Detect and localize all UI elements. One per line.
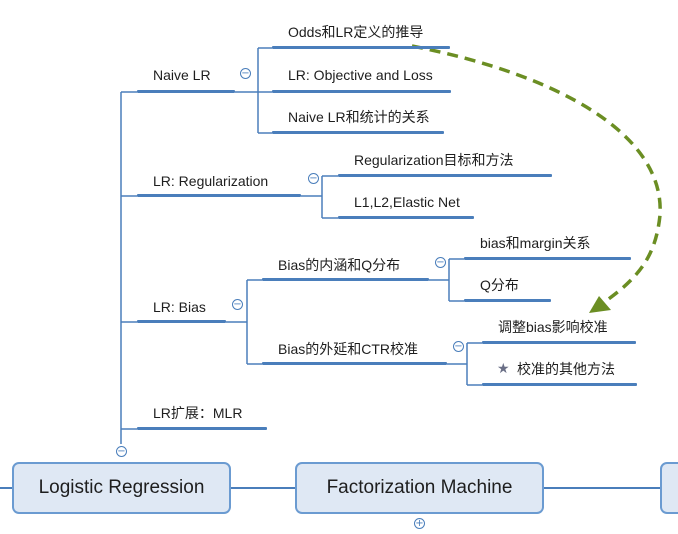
node-q-dist[interactable]: Q分布 (480, 277, 519, 293)
node-lr-ext-underline (137, 427, 267, 430)
node-adjust-bias-underline (482, 341, 636, 344)
node-bias[interactable]: LR: Bias (153, 299, 206, 315)
node-adjust-bias[interactable]: 调整bias影响校准 (498, 319, 608, 335)
node-bias-outer[interactable]: Bias的外延和CTR校准 (278, 341, 419, 357)
node-l1l2-underline (338, 216, 474, 219)
node-objective-underline (272, 90, 451, 93)
root-logistic-regression[interactable]: Logistic Regression (12, 462, 231, 514)
minus-circle-icon[interactable]: − (232, 299, 243, 310)
node-naive-lr-underline (137, 90, 235, 93)
node-regularization[interactable]: LR: Regularization (153, 173, 269, 189)
node-bias-underline (137, 320, 226, 323)
node-naive-stats[interactable]: Naive LR和统计的关系 (288, 109, 430, 125)
node-reg-goal[interactable]: Regularization目标和方法 (354, 152, 514, 168)
minus-circle-icon[interactable]: − (240, 68, 251, 79)
root-partial-node[interactable] (660, 462, 678, 514)
minus-circle-icon[interactable]: − (453, 341, 464, 352)
node-bias-outer-underline (262, 362, 447, 365)
node-regularization-underline (137, 194, 301, 197)
node-q-dist-underline (464, 299, 551, 302)
node-lr-ext[interactable]: LR扩展：MLR (153, 405, 243, 421)
node-bias-inner[interactable]: Bias的内涵和Q分布 (278, 257, 401, 273)
star-icon: ★ (497, 361, 510, 377)
node-naive-lr[interactable]: Naive LR (153, 67, 211, 83)
node-reg-goal-underline (338, 174, 552, 177)
plus-circle-icon[interactable]: + (414, 518, 425, 529)
node-naive-stats-underline (272, 131, 444, 134)
node-odds-underline (272, 46, 450, 49)
relationship-arrow-head (589, 296, 611, 313)
root-factorization-machine[interactable]: Factorization Machine (295, 462, 544, 514)
node-bias-margin-underline (464, 257, 631, 260)
node-bias-inner-underline (262, 278, 429, 281)
node-objective[interactable]: LR: Objective and Loss (288, 67, 433, 83)
relationship-arrow-line (411, 44, 662, 307)
node-bias-margin[interactable]: bias和margin关系 (480, 235, 591, 251)
node-other-calib[interactable]: 校准的其他方法 (517, 361, 615, 377)
node-l1l2[interactable]: L1,L2,Elastic Net (354, 194, 460, 210)
node-other-calib-underline (482, 383, 637, 386)
minus-circle-icon[interactable]: − (435, 257, 446, 268)
minus-circle-icon[interactable]: − (116, 446, 127, 457)
minus-circle-icon[interactable]: − (308, 173, 319, 184)
node-odds[interactable]: Odds和LR定义的推导 (288, 24, 424, 40)
